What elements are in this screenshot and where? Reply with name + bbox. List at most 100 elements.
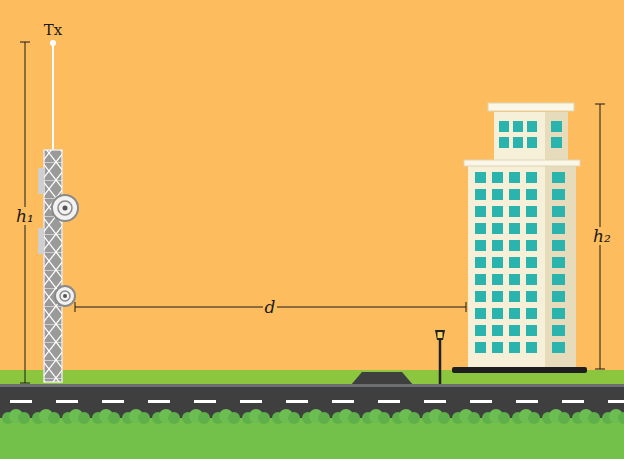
bush [542, 409, 570, 424]
bush [362, 409, 390, 424]
bush [422, 409, 450, 424]
distance-label: d [263, 298, 278, 317]
dish-ring [60, 291, 70, 301]
bush [272, 409, 300, 424]
window [509, 325, 520, 336]
bush [32, 409, 60, 424]
lawn [0, 418, 624, 459]
building-shade [545, 164, 576, 368]
window [492, 189, 503, 200]
ledge [464, 160, 580, 166]
bush [2, 409, 30, 424]
road-hump [350, 372, 414, 386]
window [509, 206, 520, 217]
window [475, 308, 486, 319]
window [526, 291, 537, 302]
window [552, 325, 565, 336]
window [499, 121, 509, 132]
bushes [2, 409, 624, 424]
window [552, 342, 565, 353]
dish-ring [58, 201, 72, 215]
window [475, 223, 486, 234]
window [526, 308, 537, 319]
lamp-post [439, 338, 442, 384]
road-dash [194, 400, 216, 403]
window [492, 308, 503, 319]
window [552, 308, 565, 319]
window [509, 342, 520, 353]
window [526, 274, 537, 285]
window [552, 291, 565, 302]
window [526, 206, 537, 217]
bush [92, 409, 120, 424]
window [492, 325, 503, 336]
window [475, 274, 486, 285]
road-dash [378, 400, 400, 403]
road-dash [562, 400, 584, 403]
road-dash [332, 400, 354, 403]
road-dash [424, 400, 446, 403]
windows [475, 121, 565, 353]
bush [512, 409, 540, 424]
window [509, 189, 520, 200]
road-dash [608, 400, 624, 403]
window [552, 206, 565, 217]
window [552, 172, 565, 183]
window [475, 189, 486, 200]
window [552, 240, 565, 251]
window [526, 325, 537, 336]
window [513, 137, 523, 148]
building-top-shade [545, 112, 568, 164]
window [499, 137, 509, 148]
window [492, 240, 503, 251]
building-base [452, 367, 587, 373]
bush [122, 409, 150, 424]
window [509, 240, 520, 251]
road-dash [148, 400, 170, 403]
height-label: h₁ [14, 207, 36, 226]
road-dash [10, 400, 32, 403]
road-dashes [10, 400, 624, 403]
lamp-head [435, 330, 445, 340]
curb [0, 384, 624, 387]
window [492, 223, 503, 234]
dimension-lines [20, 42, 605, 383]
window [526, 342, 537, 353]
window [475, 291, 486, 302]
window [509, 274, 520, 285]
window [475, 342, 486, 353]
dish-feed [63, 294, 67, 298]
transmitter-label: Tx [42, 22, 64, 39]
window [509, 172, 520, 183]
window [513, 121, 523, 132]
building-top [494, 112, 568, 164]
bush [62, 409, 90, 424]
window [552, 274, 565, 285]
window [492, 274, 503, 285]
bush [482, 409, 510, 424]
window [475, 206, 486, 217]
bush [302, 409, 330, 424]
bush [242, 409, 270, 424]
window [526, 223, 537, 234]
road-dash [516, 400, 538, 403]
window [526, 189, 537, 200]
window [552, 257, 565, 268]
window [527, 121, 537, 132]
window [492, 257, 503, 268]
window [526, 172, 537, 183]
bush [332, 409, 360, 424]
window [475, 240, 486, 251]
dish [55, 286, 75, 306]
window [509, 257, 520, 268]
window [475, 257, 486, 268]
window [526, 240, 537, 251]
window [552, 223, 565, 234]
road-dash [56, 400, 78, 403]
bush [452, 409, 480, 424]
bush [572, 409, 600, 424]
bush [392, 409, 420, 424]
